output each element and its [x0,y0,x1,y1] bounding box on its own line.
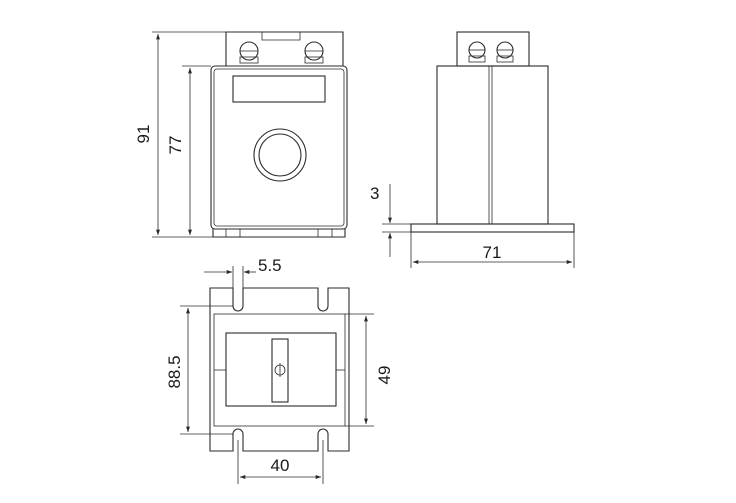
dim-body-depth-label: 49 [375,366,394,385]
front-view [210,31,348,238]
dim-slot-width: 5.5 [204,256,282,288]
dim-body-depth: 49 [345,313,394,427]
front-body [210,65,348,230]
bottom-center-hole [274,363,286,377]
front-screw-right [304,41,324,64]
side-screw-right [496,41,514,63]
front-through-hole [253,128,307,182]
side-body [436,65,549,225]
bottom-center-bar [271,338,289,403]
side-view [410,31,575,233]
bottom-inner-frame [225,332,337,407]
dim-slot-spacing-label: 40 [271,456,290,475]
front-label-window [232,75,326,103]
front-terminal-block [225,31,344,67]
bottom-base-plate [209,287,350,452]
dim-base-width-label: 71 [483,243,502,262]
dim-body-height-label: 77 [166,136,185,155]
dim-base-width: 71 [410,232,575,268]
dim-overall-height-label: 91 [134,125,153,144]
dim-slot-spacing: 40 [237,440,324,484]
dim-base-thickness: 3 [370,184,411,257]
bottom-body-outline [213,313,346,427]
side-base-plate [410,223,575,233]
dim-base-thickness-label: 3 [370,184,379,203]
dim-mount-spacing: 88.5 [165,305,233,435]
front-screw-left [239,41,259,64]
dim-body-height: 77 [166,65,211,236]
dim-mount-spacing-label: 88.5 [165,355,184,388]
dim-slot-width-label: 5.5 [258,256,282,275]
side-terminal-block [456,31,530,67]
side-screw-left [468,41,486,63]
front-base [212,229,346,238]
dim-overall-height: 91 [134,31,226,238]
bottom-view [209,287,350,452]
